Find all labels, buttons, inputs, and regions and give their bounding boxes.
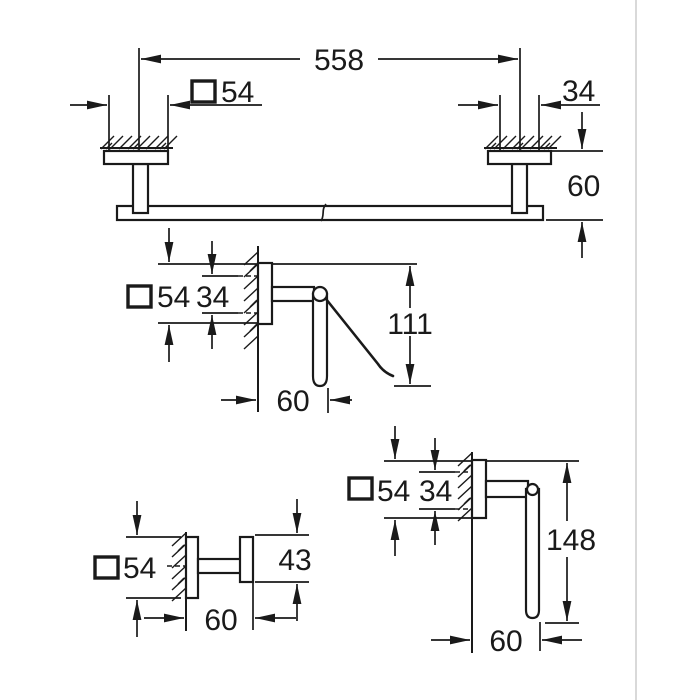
- dim-label-558: 558: [314, 44, 364, 77]
- towel-bar-post-right: [510, 162, 529, 215]
- dim-label-square-54: 54: [123, 552, 156, 585]
- dim-label-60: 60: [276, 385, 309, 418]
- dim-label-60: 60: [567, 170, 600, 203]
- mounting-plate: [470, 458, 488, 520]
- pivot-joint: [311, 285, 329, 303]
- cover-flap: [324, 297, 395, 378]
- hook-stem: [196, 557, 243, 575]
- break-mark: [320, 203, 327, 222]
- square-dimension-symbol: [126, 284, 153, 309]
- dim-label-square-54: 54: [377, 475, 410, 508]
- mounting-plate: [184, 535, 200, 600]
- wall-hatching: [171, 532, 187, 602]
- wall-hatching-left: [100, 135, 178, 150]
- holder-arm: [484, 479, 530, 499]
- dim-label-60: 60: [489, 625, 522, 658]
- dim-label-111: 111: [387, 308, 433, 341]
- holder-arm: [270, 285, 316, 303]
- towel-bar-plate-right: [486, 149, 553, 166]
- robe-hook-drawing: 54 43 60: [93, 499, 312, 637]
- pivot-joint: [525, 482, 540, 497]
- roll-pin: [311, 292, 329, 388]
- spare-holder-drawing: 54 34 148 60: [347, 426, 596, 658]
- paper-holder-drawing: 54 34 111 60: [126, 228, 433, 418]
- dim-label-34: 34: [562, 75, 595, 108]
- wall-hatching: [457, 452, 473, 522]
- dim-label-square-54: 54: [221, 76, 254, 109]
- wall-hatching: [243, 251, 259, 350]
- towel-bar-drawing: 54 558 34 60: [70, 44, 603, 258]
- dim-label-34: 34: [419, 475, 452, 508]
- dim-label-34: 34: [196, 281, 229, 314]
- square-dimension-symbol: [190, 79, 217, 104]
- square-dimension-symbol: [347, 476, 374, 501]
- square-dimension-symbol: [93, 555, 120, 580]
- towel-bar-post-left: [131, 162, 150, 215]
- towel-bar-rail: [115, 204, 545, 222]
- towel-bar-plate-left: [102, 149, 170, 166]
- hook-knob: [238, 535, 255, 584]
- wall-hatching-right: [484, 135, 562, 150]
- dim-label-148: 148: [546, 524, 596, 557]
- dim-label-square-54: 54: [157, 281, 190, 314]
- dim-label-60: 60: [204, 604, 237, 637]
- roll-pin: [524, 487, 541, 620]
- mounting-plate: [256, 261, 274, 326]
- dim-label-43: 43: [278, 544, 311, 577]
